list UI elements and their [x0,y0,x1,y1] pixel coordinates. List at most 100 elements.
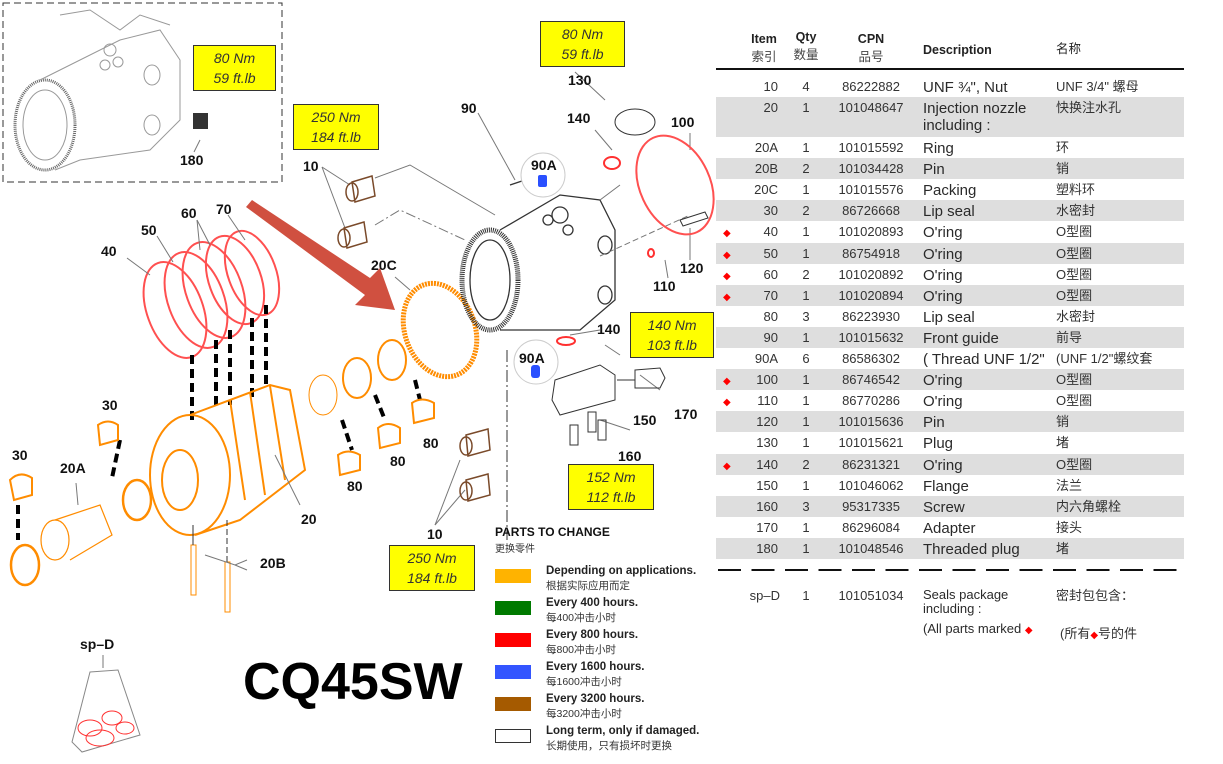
cell-cpn: 101015621 [838,435,904,451]
lip-seals-80 [308,339,435,477]
cell-cpn: 95317335 [842,498,900,514]
table-dashed-divider [718,569,1184,571]
cell-item: 20C [754,182,778,198]
cell-item: sp–D [749,588,780,603]
cell-name-zh: 销 [1056,414,1070,430]
cell-qty: 1 [802,540,810,556]
cell-qty: 2 [802,161,810,177]
header-description: Description [923,43,992,57]
cell-cpn: 101048546 [838,540,904,556]
cell-item: 180 [756,540,778,556]
legend-swatch-white [495,729,531,743]
cell-item: 100 [756,372,778,388]
callout-160: 160 [618,448,642,464]
cell-description: Screw [923,498,965,516]
callout-100: 100 [671,114,695,130]
cell-qty: 1 [802,372,810,388]
cell-description: O'ring [923,266,963,284]
legend-swatch-red [495,633,531,647]
cell-name-zh: 销 [1056,161,1070,177]
thread-insert-90A-icon-top [538,175,547,187]
cell-item: 150 [756,477,778,493]
legend-item-long-term: Long term, only if damaged. 长期使用，只有损坏时更换 [495,725,715,756]
callout-20C: 20C [371,257,397,273]
pin-120-icon [679,211,709,227]
maintenance-legend: PARTS TO CHANGE 更换零件 Depending on applic… [495,525,715,756]
screws-160-icon [569,411,607,446]
pin-20B-a [190,544,197,596]
legend-swatch-green [495,601,531,615]
cell-item: 20 [763,100,778,116]
cell-name-zh: 快换注水孔 [1056,100,1122,116]
cell-description: Packing [923,182,977,200]
cell-qty: 1 [802,435,810,451]
callout-180: 180 [180,152,204,168]
cell-cpn: 101015576 [838,182,904,198]
callout-30-left: 30 [12,447,28,463]
cell-name-zh: 法兰 [1056,477,1083,493]
cell-item: 140 [756,456,778,472]
cell-name-zh: UNF 3/4" 螺母 [1056,79,1139,94]
legend-item-400h: Every 400 hours. 每400冲击小时 [495,597,715,628]
callout-170: 170 [674,406,698,422]
o-rings-40-70 [142,229,281,359]
cell-cpn: 101051034 [838,588,904,603]
legend-item-1600h: Every 1600 hours. 每1600冲击小时 [495,661,715,692]
cell-name-zh: 水密封 [1056,203,1096,219]
cell-qty: 1 [802,414,810,430]
callout-150: 150 [633,412,657,428]
cell-qty: 1 [802,519,810,535]
cell-description: O'ring [923,224,963,242]
lip-seal-ring-mid [121,478,153,522]
cell-cpn: 101015632 [838,329,904,345]
callout-90A-bottom: 90A [519,350,545,366]
callout-20A: 20A [60,460,86,476]
cell-name-zh: 堵 [1056,540,1070,556]
cell-name-zh: (UNF 1/2"螺纹套 [1056,351,1153,367]
callout-40: 40 [101,243,117,259]
cell-name-zh: 内六角螺栓 [1056,498,1122,514]
cell-description: Lip seal [923,203,975,221]
cell-cpn: 101020894 [838,287,904,303]
lip-seal-30-left [8,473,33,502]
cell-name-zh: O型圈 [1056,393,1093,409]
cell-qty: 3 [802,308,810,324]
cell-name-zh: 接头 [1056,519,1083,535]
cell-cpn: 101015636 [838,414,904,430]
plug-130-icon [614,108,656,136]
cell-cpn: 101048647 [838,100,904,116]
cell-cpn: 86296084 [842,519,900,535]
marker-diamond-icon: ◆ [723,291,731,303]
seals-package-spD-icon [71,655,141,753]
cell-cpn: 86222882 [842,79,900,94]
callout-60: 60 [181,205,197,221]
assembly-dashes [16,305,422,540]
cell-item: 20A [754,140,778,156]
cell-description: Pin [923,414,945,432]
packing-20C [400,280,480,380]
pin-20B-b [224,561,231,613]
callout-80-b: 80 [390,453,406,469]
cell-description: Front guide [923,329,999,347]
injection-nozzle-20 [149,383,307,536]
